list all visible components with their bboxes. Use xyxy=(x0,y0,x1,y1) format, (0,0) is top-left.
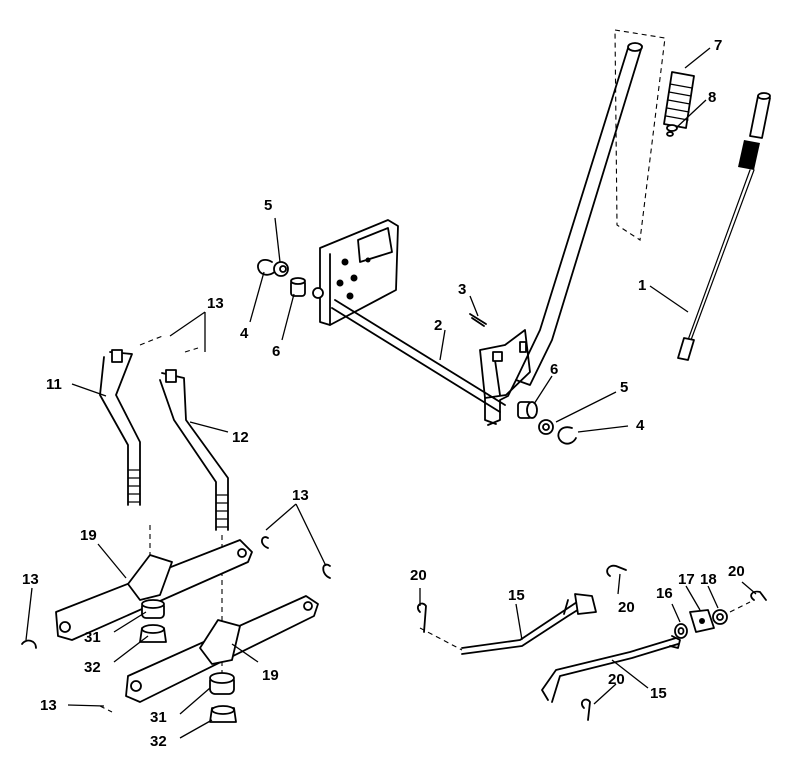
callout-31-lower: 31 xyxy=(150,709,167,726)
bushing-left xyxy=(290,277,306,297)
callout-20-right: 20 xyxy=(728,563,745,580)
callout-4-right: 4 xyxy=(636,417,645,434)
cotter-pin-a xyxy=(416,602,427,633)
hairpin-clip-bottom xyxy=(99,705,113,713)
callout-13-left: 13 xyxy=(22,571,39,588)
callout-16: 16 xyxy=(656,585,673,602)
ferrule-17 xyxy=(689,609,715,633)
callout-20-mid: 20 xyxy=(618,599,635,616)
trunnion-right xyxy=(209,672,235,695)
cotter-pin-b xyxy=(606,564,627,577)
callout-13-bottom: 13 xyxy=(40,697,57,714)
callout-6-left: 6 xyxy=(272,343,280,360)
adjust-rod-upper xyxy=(419,593,597,655)
lift-arm-upper xyxy=(55,539,253,641)
nut-18 xyxy=(712,609,728,625)
callout-13-top: 13 xyxy=(207,295,224,312)
hairpin-clip-upper xyxy=(139,334,199,353)
callout-20-lower: 20 xyxy=(608,671,625,688)
cross-shaft xyxy=(312,287,506,413)
washer-16 xyxy=(674,623,688,639)
locknut-left xyxy=(139,624,167,643)
callout-19-lower: 19 xyxy=(262,667,279,684)
callout-5-right: 5 xyxy=(620,379,628,396)
callout-32-lower: 32 xyxy=(150,733,167,750)
callout-6-right: 6 xyxy=(550,361,558,378)
lift-link-left xyxy=(99,349,141,506)
callout-11: 11 xyxy=(46,376,62,393)
callout-4-left: 4 xyxy=(240,325,249,342)
hairpin-clip-side xyxy=(261,536,331,579)
callout-19-upper: 19 xyxy=(80,527,97,544)
grip-extension-outline xyxy=(614,29,666,241)
retaining-ring-left xyxy=(257,259,277,276)
callout-32-upper: 32 xyxy=(84,659,101,676)
callout-18: 18 xyxy=(700,571,717,588)
callout-7: 7 xyxy=(714,37,722,54)
trunnion-left xyxy=(141,599,165,619)
callout-13-right: 13 xyxy=(292,487,309,504)
handle-grip xyxy=(663,71,695,129)
alignment-line-nut xyxy=(729,601,751,613)
cotter-pin-c xyxy=(580,698,591,721)
lift-lever-handle xyxy=(479,42,643,426)
hairpin-clip-left xyxy=(21,639,37,649)
lift-link-right xyxy=(159,369,229,531)
adjust-rod-lower xyxy=(541,635,681,703)
cotter-pin-d xyxy=(750,590,767,601)
retaining-ring-right xyxy=(557,426,577,445)
leader-lines xyxy=(25,47,757,739)
callout-17: 17 xyxy=(678,571,695,588)
callout-3: 3 xyxy=(458,281,466,298)
callout-20-left: 20 xyxy=(410,567,427,584)
callout-15-upper: 15 xyxy=(508,587,525,604)
washer-left xyxy=(273,261,289,277)
lift-cable-rod xyxy=(677,92,771,361)
washer-right xyxy=(538,419,554,435)
bushing-right xyxy=(517,401,538,419)
callout-5-left: 5 xyxy=(264,197,272,214)
lift-arm-lower xyxy=(125,595,319,703)
clevis-pin xyxy=(469,313,487,327)
locknut-right xyxy=(209,705,237,723)
callout-1: 1 xyxy=(638,277,646,294)
mounting-plate xyxy=(319,219,399,326)
callout-31-upper: 31 xyxy=(84,629,101,646)
callout-2: 2 xyxy=(434,317,442,334)
callout-8: 8 xyxy=(708,89,716,106)
callout-12: 12 xyxy=(232,429,249,446)
callout-15-lower: 15 xyxy=(650,685,667,702)
grip-spring xyxy=(666,124,678,137)
